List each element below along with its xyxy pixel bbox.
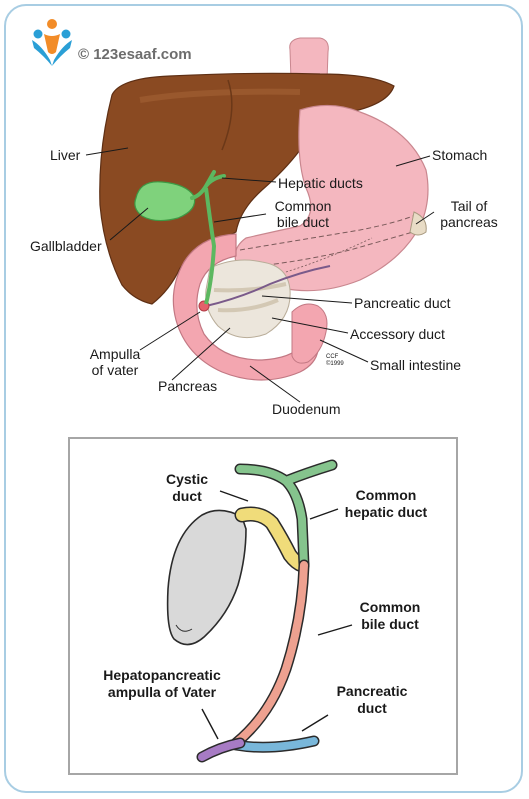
label-stomach: Stomach <box>432 147 488 163</box>
digestive-anatomy-illustration <box>85 37 435 403</box>
stomach-shape <box>234 104 429 292</box>
inset-gallbladder <box>166 509 247 646</box>
biliary-tree-inset: Cystic duct Common hepatic duct Common b… <box>68 437 458 775</box>
inset-label-common-hepatic-duct: Common hepatic duct <box>344 487 428 520</box>
page-frame <box>4 4 523 793</box>
brand: © 123esaaf.com <box>30 16 230 72</box>
ccf-copyright: CCF ©1999 <box>326 354 344 367</box>
hepatic-ducts <box>190 170 226 200</box>
label-duodenum: Duodenum <box>272 401 341 417</box>
small-intestine-shape <box>291 303 328 364</box>
label-hepatic-ducts: Hepatic ducts <box>278 175 363 191</box>
inset-label-hepatopancreatic-ampulla: Hepatopancreatic ampulla of Vater <box>103 667 221 700</box>
label-pancreas: Pancreas <box>158 378 218 394</box>
pancreatic-duct <box>205 265 331 307</box>
label-liver: Liver <box>50 147 81 163</box>
brand-text: © 123esaaf.com <box>78 46 192 63</box>
label-accessory-duct: Accessory duct <box>350 326 445 342</box>
inset-label-common-bile-duct: Common bile duct <box>359 599 421 632</box>
label-common-bile-duct: Common bile duct <box>274 198 332 230</box>
pancreas-tail <box>409 211 427 236</box>
brand-logo-icon <box>32 19 72 66</box>
label-small-intestine: Small intestine <box>370 357 462 373</box>
liver-shape <box>99 72 395 305</box>
pancreas-head <box>205 259 291 339</box>
label-pancreatic-duct: Pancreatic duct <box>354 295 451 311</box>
inset-label-cystic-duct: Cystic duct <box>165 471 209 504</box>
label-gallbladder: Gallbladder <box>30 238 102 254</box>
duodenum-shape <box>172 233 319 381</box>
inset-label-pancreatic-duct: Pancreatic duct <box>336 683 408 716</box>
biliary-tree-illustration <box>166 459 353 763</box>
common-bile-duct-top <box>204 187 217 305</box>
label-tail-of-pancreas: Tail of pancreas <box>440 198 498 230</box>
label-ampulla-of-vater: Ampulla of vater <box>89 346 141 378</box>
